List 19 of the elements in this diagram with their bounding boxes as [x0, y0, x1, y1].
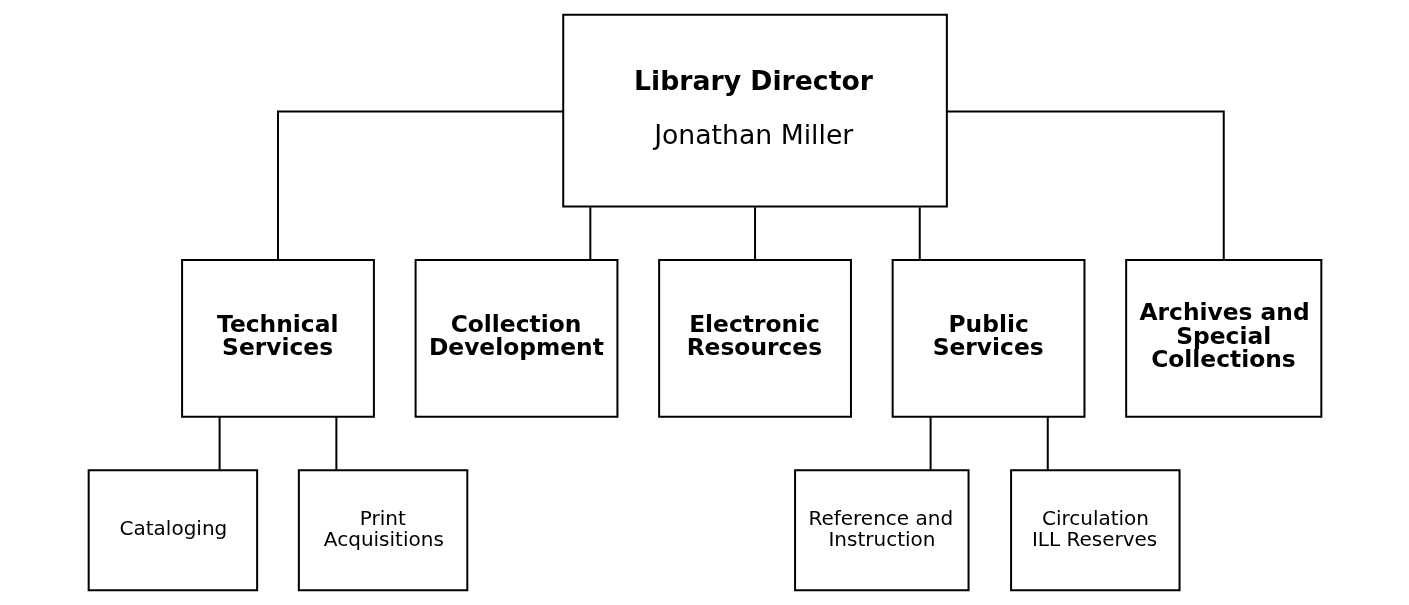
- connector: [753, 206, 756, 261]
- connector: [218, 415, 221, 471]
- connector: [588, 206, 591, 261]
- node-box: Circulation ILL Reserves: [1009, 469, 1181, 592]
- node-box: Collection Development: [414, 258, 618, 418]
- connector: [334, 415, 337, 471]
- node-box: Technical Services: [180, 258, 375, 418]
- node-box: Reference and Instruction: [793, 469, 970, 592]
- connector: [1046, 415, 1049, 471]
- connector: [945, 110, 1225, 261]
- connector: [929, 415, 932, 471]
- node-box: Archives and Special Collections: [1124, 258, 1322, 418]
- node-box: Library Director Jonathan Miller: [561, 13, 948, 208]
- node-box: Electronic Resources: [657, 258, 852, 418]
- node-box: Print Acquisitions: [297, 469, 468, 592]
- connector: [918, 206, 921, 261]
- node-box: Cataloging: [87, 469, 258, 592]
- connector: [276, 110, 564, 261]
- node-box: Public Services: [891, 258, 1085, 418]
